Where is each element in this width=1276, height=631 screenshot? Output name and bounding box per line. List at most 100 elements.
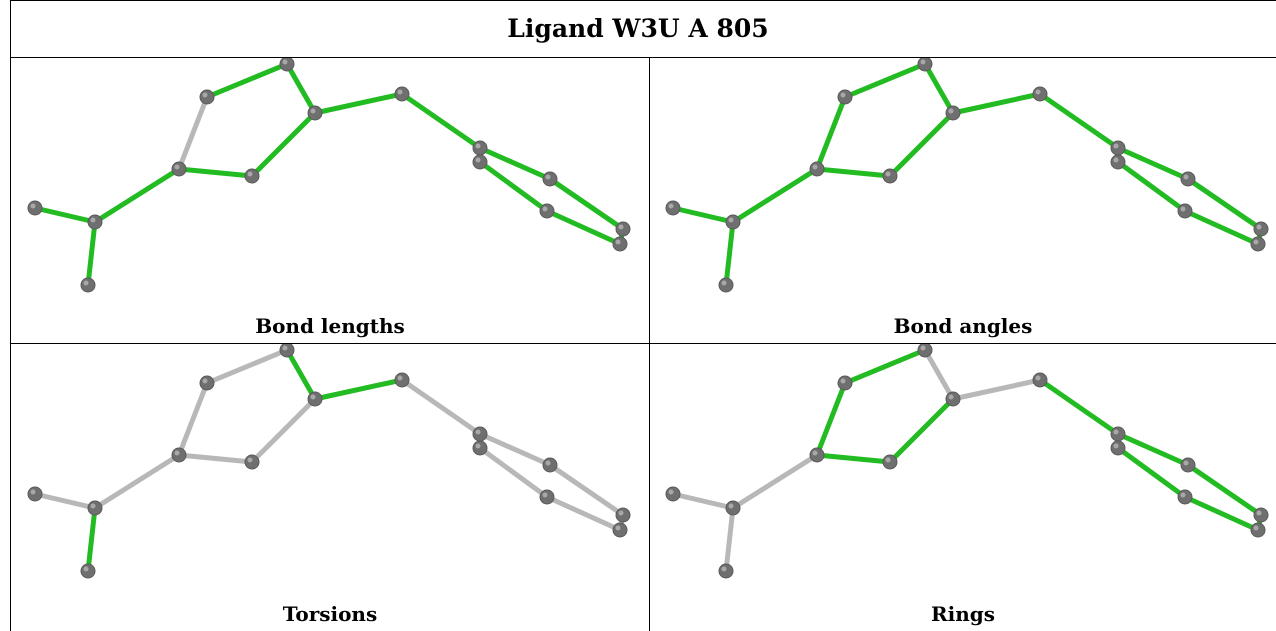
atom-highlight-5 <box>202 92 208 98</box>
caption-bond-angles: Bond angles <box>893 314 1033 338</box>
bond-1 <box>723 219 736 288</box>
atom-3 <box>809 447 825 463</box>
panel-rings: Rings <box>650 344 1276 631</box>
bond-7 <box>922 347 956 402</box>
atom-6 <box>279 344 295 358</box>
atom-12 <box>539 203 555 219</box>
atom-highlight-8 <box>1035 89 1041 95</box>
molecule-rings <box>665 344 1269 579</box>
atom-highlight-10 <box>545 174 551 180</box>
atom-1 <box>87 500 103 516</box>
atom-6 <box>917 58 933 72</box>
atom-11 <box>1253 507 1269 523</box>
atom-8 <box>394 372 410 388</box>
bond-0 <box>32 491 98 511</box>
bond-9 <box>1037 377 1121 437</box>
atom-5 <box>837 89 853 105</box>
atom-11 <box>615 507 631 523</box>
atom-highlight-2 <box>83 280 89 286</box>
row-divider <box>10 343 1276 344</box>
atom-0 <box>665 200 681 216</box>
atom-9 <box>472 140 488 156</box>
atom-14 <box>472 440 488 456</box>
bond-4 <box>249 110 318 179</box>
atom-13 <box>612 236 628 252</box>
bond-9 <box>399 91 483 151</box>
bond-0 <box>32 205 98 225</box>
bond-13 <box>544 208 623 247</box>
atom-3 <box>171 447 187 463</box>
atom-highlight-5 <box>840 92 846 98</box>
atom-highlight-4 <box>247 171 253 177</box>
atom-highlight-12 <box>542 492 548 498</box>
atom-7 <box>307 105 323 121</box>
atom-highlight-6 <box>282 59 288 65</box>
bond-5 <box>814 380 848 458</box>
atom-10 <box>542 171 558 187</box>
atom-1 <box>725 214 741 230</box>
atom-highlight-8 <box>397 89 403 95</box>
bond-6 <box>204 61 290 100</box>
atom-highlight-2 <box>83 566 89 572</box>
atom-highlight-5 <box>840 378 846 384</box>
bond-3 <box>176 166 255 179</box>
atom-highlight-4 <box>247 457 253 463</box>
atom-10 <box>542 457 558 473</box>
caption-torsions: Torsions <box>282 602 378 626</box>
atom-highlight-0 <box>668 489 674 495</box>
bond-2 <box>730 452 820 511</box>
bond-5 <box>176 380 210 458</box>
atom-11 <box>1253 221 1269 237</box>
atom-9 <box>472 426 488 442</box>
atom-highlight-13 <box>1253 239 1259 245</box>
bond-8 <box>950 91 1043 116</box>
bond-11 <box>547 176 626 232</box>
bond-0 <box>670 491 736 511</box>
column-divider <box>649 57 650 631</box>
atom-6 <box>917 344 933 358</box>
atom-highlight-11 <box>1256 224 1262 230</box>
atom-5 <box>837 375 853 391</box>
atom-highlight-11 <box>618 510 624 516</box>
atom-highlight-12 <box>1180 492 1186 498</box>
bond-5 <box>176 94 210 172</box>
atom-4 <box>882 168 898 184</box>
bond-12 <box>477 445 550 500</box>
bond-9 <box>1037 91 1121 151</box>
bond-7 <box>284 347 318 402</box>
atom-2 <box>718 277 734 293</box>
atom-highlight-9 <box>1113 429 1119 435</box>
atom-highlight-13 <box>615 525 621 531</box>
bond-6 <box>204 347 290 386</box>
bond-7 <box>922 61 956 116</box>
bond-9 <box>399 377 483 437</box>
atom-5 <box>199 89 215 105</box>
bond-8 <box>312 377 405 402</box>
atom-14 <box>1110 440 1126 456</box>
atom-highlight-8 <box>1035 375 1041 381</box>
atom-highlight-4 <box>885 171 891 177</box>
bond-12 <box>1115 445 1188 500</box>
bond-10 <box>1115 431 1191 468</box>
bond-7 <box>284 61 318 116</box>
bond-10 <box>477 431 553 468</box>
atom-2 <box>718 563 734 579</box>
atom-2 <box>80 277 96 293</box>
atom-highlight-9 <box>475 429 481 435</box>
atom-6 <box>279 58 295 72</box>
atom-highlight-9 <box>1113 143 1119 149</box>
atom-4 <box>882 454 898 470</box>
atom-10 <box>1180 171 1196 187</box>
molecule-bond-angles <box>665 58 1269 293</box>
title-divider <box>10 57 1276 58</box>
bond-13 <box>1182 208 1261 247</box>
atom-7 <box>307 391 323 407</box>
atom-highlight-14 <box>1113 157 1119 163</box>
atom-11 <box>615 221 631 237</box>
atom-highlight-3 <box>174 450 180 456</box>
bond-6 <box>842 347 928 386</box>
molecule-bond-lengths <box>27 58 631 293</box>
atom-1 <box>725 500 741 516</box>
atom-highlight-1 <box>90 503 96 509</box>
atom-highlight-3 <box>174 164 180 170</box>
